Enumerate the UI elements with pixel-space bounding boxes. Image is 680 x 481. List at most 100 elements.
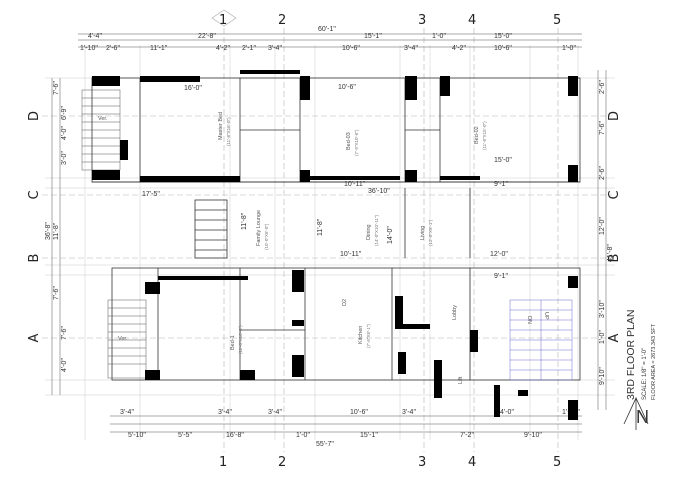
dim-bottom-4: 10'-6" [350,409,368,416]
room-label-family-lounge: Family Lounge [256,210,262,246]
dim-top-b4: 4'-2" [216,45,230,52]
grid-col-label-2-bottom: 2 [278,455,286,470]
grid-row-label-b-right: B [607,254,622,263]
dim-top-1: 4'-4" [88,33,102,40]
grid-row-label-d-left: D [27,111,42,121]
dim-mid-7: 9'-1" [494,181,508,188]
dim-bottom-b6: 7'-2" [460,432,474,439]
dim-top-b7: 10'-6" [342,45,360,52]
dim-right-7: 1'-0" [599,330,606,344]
room-label-ver-top: Ver. [98,116,108,122]
grid-col-label-4-bottom: 4 [468,455,476,470]
verandah-stairs-top [81,89,121,171]
north-arrow-icon: N [623,397,649,430]
room-size-bed-03: (7'-9"X10'-6") [354,129,359,156]
dim-right-8: 9'-10" [599,367,606,385]
dim-bottom-b3: 16'-8" [226,432,244,439]
dim-right-3: 2'-6" [599,166,606,180]
dim-top-4: 1'-0" [432,33,446,40]
grid-col-label-3-bottom: 3 [418,455,426,470]
dim-top-overall: 60'-1" [318,26,336,33]
dim-bottom-5: 3'-4" [402,409,416,416]
room-size-bed-02: (11'-8"X15'-0") [482,121,487,150]
drawing-title: 3RD FLOOR PLAN [625,310,637,400]
dim-top-5: 15'-0" [494,33,512,40]
drawing-floor-area: FLOOR AREA = 2673.343 SFT [651,323,657,400]
room-size-living: (12'-0"X9'-1") [428,219,433,246]
dim-left-3: 4'-0" [61,126,68,140]
dim-top-b1: 1'-10" [80,45,98,52]
dim-left-2: 6'-9" [61,106,68,120]
construction-lines [45,45,615,440]
room-size-master-bed: (11'-8"X16'-0") [226,117,231,146]
main-staircase [509,299,573,381]
dimension-lines [51,33,607,433]
grid-row-labels: D C B A D C B A [27,111,622,342]
room-label-bed-02: Bed-02 [474,126,480,144]
room-label-ver-bottom: Ver. [118,336,128,342]
grid-col-label-5-top: 5 [553,13,561,28]
room-label-master-bed: Master Bed [218,112,224,140]
room-label-kitchen: Kitchen [358,326,364,344]
dim-right-2: 7'-6" [599,121,606,135]
stair-label-dn: DN [526,316,532,324]
grid-row-label-b-left: B [27,254,42,263]
grid-row-label-c-left: C [27,190,42,199]
dim-top-b10: 10'-6" [494,45,512,52]
dim-mid-12: 14'-0" [387,226,394,244]
dim-mid-1: 16'-0" [184,85,202,92]
dim-mid-4: 10'-6" [338,84,356,91]
dim-top-b2: 2'-6" [106,45,120,52]
room-label-living: Living [420,226,426,240]
dim-mid-5: 10'-11" [344,181,366,188]
north-label: N [636,407,649,427]
dim-bottom-b5: 15'-1" [360,432,378,439]
door-label-d2: D2 [342,299,348,306]
dim-mid-13: 11'-8" [317,218,324,236]
grid-col-label-2-top: 2 [278,13,286,28]
interior-dimensions: 16'-0" 17'-5" 36'-10" 10'-6" 10'-11" 15'… [142,84,512,280]
left-dimensions: 7'-6" 6'-9" 4'-0" 3'-0" 36'-8" 11'-8" 7'… [45,81,68,372]
dim-bottom-1: 3'-4" [120,409,134,416]
dim-bottom-2: 3'-4" [218,409,232,416]
grid-col-label-4-top: 4 [468,13,476,28]
drawing-scale: SCALE: 1/8" = 1'-0" [642,348,648,400]
dim-bottom-6: 4'-0" [500,409,514,416]
room-size-family-lounge: (10'-0"X8'-0") [264,223,269,250]
dim-right-4: 12'-0" [599,217,606,235]
verandah-stairs-bottom [107,299,147,379]
dim-top-b5: 2'-1" [242,45,256,52]
grid-col-label-3-top: 3 [418,13,426,28]
bottom-dimensions: 3'-4" 3'-4" 3'-4" 10'-6" 3'-4" 4'-0" 1'-… [120,409,580,448]
grid-lines [42,28,612,452]
dim-left-4: 3'-0" [61,151,68,165]
dim-mid-10: 9'-1" [494,273,508,280]
dim-bottom-b4: 1'-0" [296,432,310,439]
dim-bottom-b7: 9'-10" [524,432,542,439]
dim-top-3: 15'-1" [364,33,382,40]
room-label-lift: Lift [458,376,464,384]
grid-row-label-a-left: A [27,333,42,342]
dim-top-b8: 3'-4" [404,45,418,52]
dim-mid-3: 36'-10" [368,188,390,195]
dim-top-2: 22'-8" [198,33,216,40]
grid-col-label-5-bottom: 5 [553,455,561,470]
grid-row-label-d-right: D [607,111,622,121]
dim-bottom-3: 3'-4" [268,409,282,416]
room-label-bed-03: Bed-03 [346,132,352,150]
dim-top-b11: 1'-0" [562,45,576,52]
dim-bottom-b1: 5'-10" [128,432,146,439]
dim-mid-8: 12'-0" [490,251,508,258]
right-dimensions: 2'-6" 7'-6" 2'-6" 12'-0" 41'-8" 3'-10" 1… [599,80,614,385]
dim-bottom-b2: 5'-5" [178,432,192,439]
grid-row-label-a-right: A [607,333,622,342]
dim-right-1: 2'-6" [599,80,606,94]
stair-label-up: UP [543,312,549,320]
dim-top-b6: 3'-4" [268,45,282,52]
room-size-dining: (14'-0"X10'-11") [374,214,379,246]
dim-mid-2: 17'-5" [142,191,160,198]
thin-walls [91,77,581,381]
room-label-dining: Dining [366,224,372,240]
room-labels: Ver. Master Bed (11'-8"X16'-0") Bed-03 (… [98,112,549,384]
